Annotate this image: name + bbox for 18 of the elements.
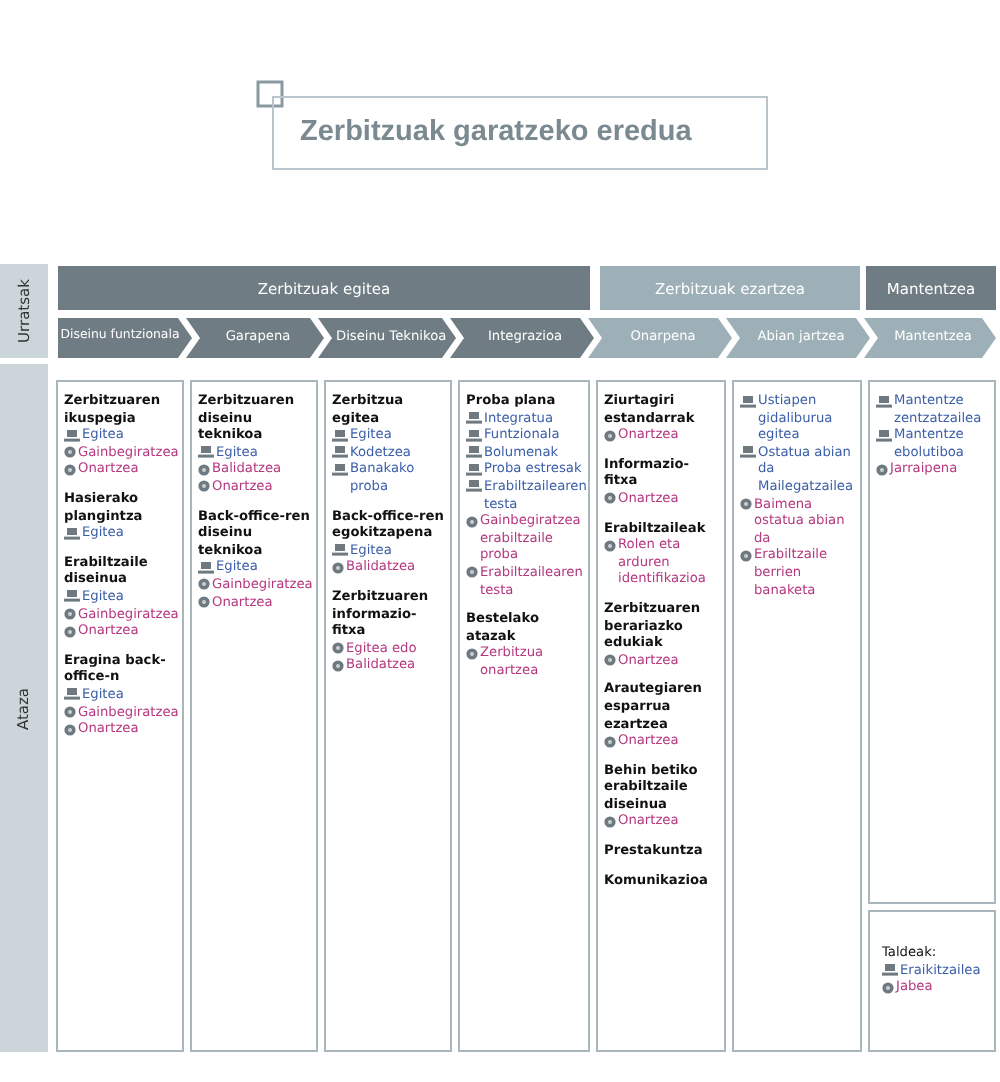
task-column-panel (56, 380, 184, 1052)
process-step (450, 318, 594, 358)
side-band (0, 364, 48, 1052)
side-band (0, 264, 48, 358)
task-column-panel (732, 380, 862, 1052)
task-column-panel (596, 380, 726, 1052)
process-step (318, 318, 456, 358)
process-step (726, 318, 870, 358)
task-column-panel (458, 380, 590, 1052)
legend-panel (868, 910, 996, 1052)
process-step (588, 318, 732, 358)
task-column-panel (868, 380, 996, 904)
process-step (186, 318, 324, 358)
process-step (864, 318, 996, 358)
diagram-title: Zerbitzuak garatzeko eredua (300, 116, 692, 148)
task-column-panel (190, 380, 318, 1052)
process-step (58, 318, 192, 358)
task-column-panel (324, 380, 452, 1052)
